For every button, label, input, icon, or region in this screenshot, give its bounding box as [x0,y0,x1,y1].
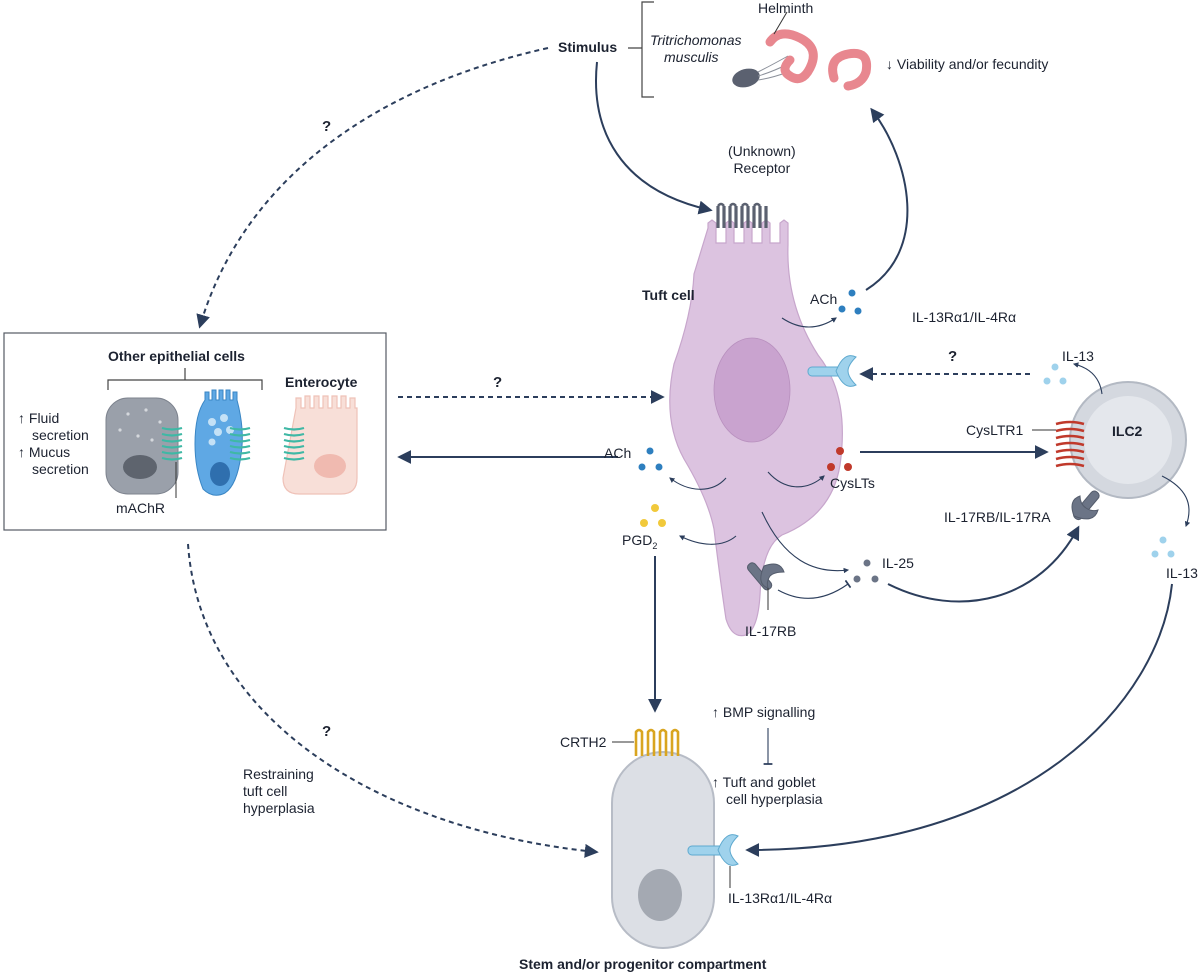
receptor-line2: Receptor [733,160,791,176]
ach-molecules-top [838,289,862,315]
question-mark-il13: ? [948,348,958,365]
il13-molecules-top [1043,363,1067,385]
epithelial-bracket [107,368,263,390]
tritrichomonas-line1: Tritrichomonas [650,32,742,48]
unknown-receptor [716,202,768,228]
inhibit-il25-autoloop [777,579,852,599]
stimulus-bracket [628,1,654,98]
restraining-line3: hyperplasia [243,800,315,816]
arrow-stimulus-to-receptor [595,61,713,215]
question-mark-epithelial: ? [493,374,503,391]
enterocyte-cell [282,395,358,495]
goblet-cell [105,397,179,495]
il17rb-receptor-tuft [747,562,785,591]
tritrichomonas-label: Tritrichomonas musculis [650,32,742,66]
receptor-label: (Unknown) Receptor [728,143,796,177]
il13-receptor-tuft [807,355,857,387]
restraining-line2: tuft cell [243,783,288,799]
cyslt-molecules [827,447,852,471]
arrow-il25-to-ilc2 [887,525,1080,603]
arrow-epithelial-to-stem-dashed [187,543,599,858]
effect-line1: ↑ Fluid [18,410,60,426]
restraining-line1: Restraining [243,766,314,782]
effect-line2: secretion [32,427,89,443]
il13-molecules-right [1151,536,1175,558]
arrow-il13-release-top [1072,362,1103,395]
il13r-tuft-label: IL-13Rα1/IL-4Rα [912,309,1017,325]
tuft-cell-label: Tuft cell [642,287,695,303]
viability-label: ↓ Viability and/or fecundity [886,56,1049,72]
stem-compartment-label: Stem and/or progenitor compartment [519,956,767,972]
helminth-icon-1 [765,29,818,84]
cyslts-label: CysLTs [830,475,875,491]
arrow-il13-release-right [1161,475,1191,528]
cysltr1-receptor [1055,420,1085,468]
arrow-ach-release-top [781,317,837,328]
restraining-label: Restraining tuft cell hyperplasia [243,766,315,817]
tritrichomonas-icon [732,55,789,88]
helminth-label: Helminth [758,0,814,16]
machr-label: mAChR [116,500,166,516]
il13-top-label: IL-13 [1062,348,1094,364]
arrow-pgd2-release [679,535,737,545]
arrow-ach-to-helminth [865,107,909,291]
il13r-stem-label: IL-13Rα1/IL-4Rα [728,890,833,906]
enterocyte-label: Enterocyte [285,374,358,390]
crth2-label: CRTH2 [560,734,607,750]
il13-right-label: IL-13 [1166,565,1198,581]
machr-receptor-1 [161,426,183,461]
il17rb-ra-receptor [1071,490,1100,521]
arrow-ach-release-left [669,477,727,490]
epithelial-effects: ↑ Fluid secretion ↑ Mucus secretion [18,410,89,478]
il25-molecules [853,559,879,583]
question-mark-stimulus: ? [322,118,332,135]
ilc2-label: ILC2 [1112,423,1143,439]
stimulus-label: Stimulus [558,39,618,55]
effect-line4: secretion [32,461,89,477]
ach-left-label: ACh [604,445,632,461]
ilc2-cell [1069,381,1187,499]
il17rb-ra-label: IL-17RB/IL-17RA [944,509,1051,525]
cysltr1-label: CysLTR1 [966,422,1024,438]
tuft-cell [669,219,843,637]
il17rb-label: IL-17RB [745,623,797,639]
arrow-il13-to-stem [745,583,1173,857]
crth2-receptor [634,728,680,756]
il13-receptor-stem [687,834,739,866]
blue-epithelial-cell [194,389,243,496]
question-mark-restraining: ? [322,723,332,740]
effect-line3: ↑ Mucus [18,444,71,460]
hyperplasia-label: ↑ Tuft and goblet cell hyperplasia [712,774,823,808]
ach-top-label: ACh [810,291,838,307]
stem-cell [611,751,715,949]
pgd2-molecules [640,504,666,527]
arrow-stimulus-to-epithelial-dashed [196,47,549,329]
arrow-cyslts-release [767,471,825,488]
receptor-line1: (Unknown) [728,143,796,159]
bmp-label: ↑ BMP signalling [712,704,816,720]
hyperplasia-line2: cell hyperplasia [726,791,823,807]
pgd2-base: PGD [622,532,653,548]
arrow-il25-release [761,511,850,574]
pgd2-label: PGD2 [622,532,657,555]
helminth-icon-2 [828,48,872,91]
il25-label: IL-25 [882,555,914,571]
machr-receptor-2 [229,426,251,461]
hyperplasia-line1: ↑ Tuft and goblet [712,774,816,790]
epithelial-title: Other epithelial cells [108,348,245,364]
helminth-leader [773,11,788,35]
machr-receptor-3 [283,426,305,461]
pgd2-sub: 2 [652,540,658,551]
tritrichomonas-line2: musculis [664,49,719,65]
ach-molecules-left [638,447,663,471]
